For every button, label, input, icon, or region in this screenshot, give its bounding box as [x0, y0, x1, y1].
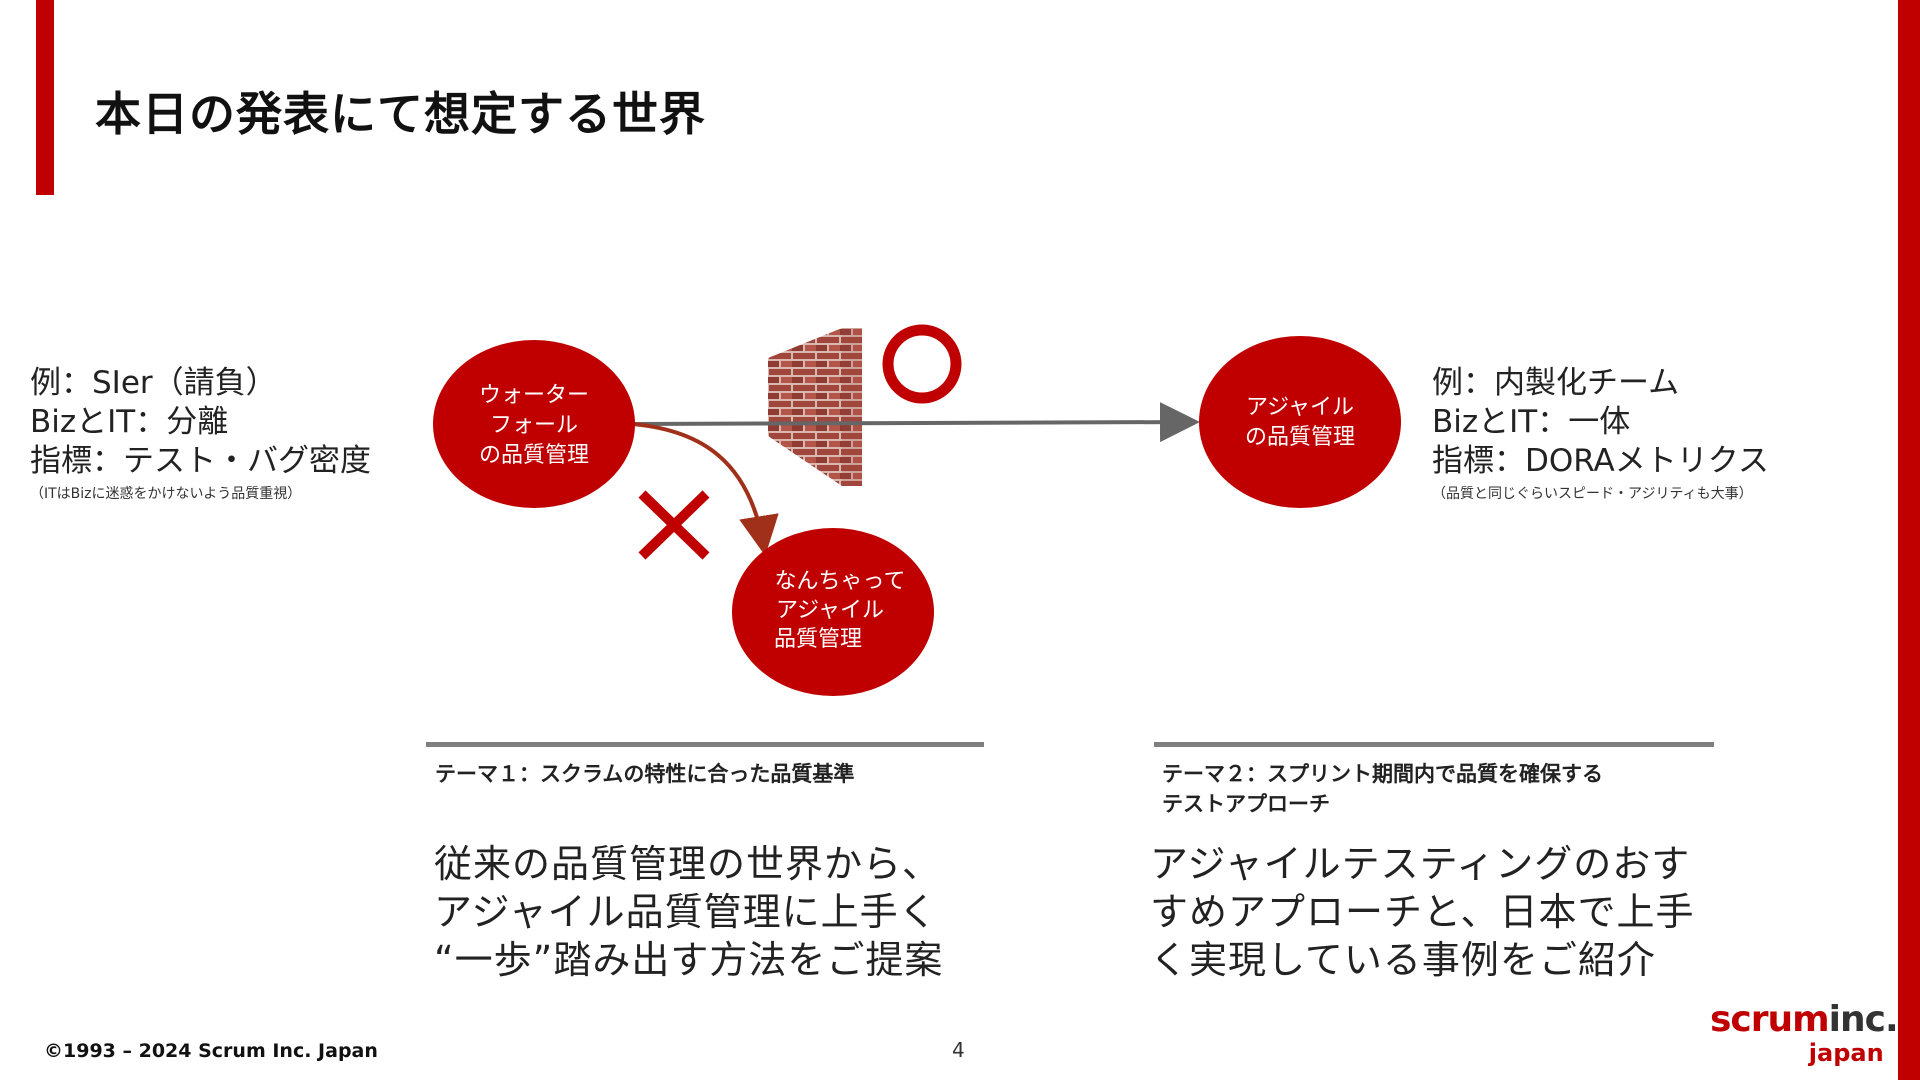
curved-arrow — [631, 422, 779, 556]
right-example-note: （品質と同じぐらいスピード・アジリティも大事） — [1432, 486, 1753, 502]
theme2-body: アジャイルテスティングのおす すめアプローチと、日本で上手 く実現している事例を… — [1150, 840, 1694, 984]
title-accent-bar — [36, 0, 54, 195]
right-example-line: BizとIT：一体 — [1432, 404, 1631, 440]
theme2-label-line: テストアプローチ — [1162, 792, 1330, 816]
agile-label: アジャイル — [1246, 395, 1354, 420]
left-example: 例：SIer（請負） BizとIT：分離 指標：テスト・バグ密度 （ITはBiz… — [30, 364, 371, 503]
right-accent-bar — [1898, 0, 1920, 1080]
waterfall-label: ウォーター — [479, 383, 589, 408]
theme1-body-line: 従来の品質管理の世界から、 — [434, 842, 942, 886]
left-example-line: 例：SIer（請負） — [30, 365, 277, 401]
agile-circle: アジャイル の品質管理 — [1199, 336, 1401, 508]
right-example: 例：内製化チーム BizとIT：一体 指標：DORAメトリクス （品質と同じぐら… — [1432, 364, 1769, 503]
theme2-body-line: すめアプローチと、日本で上手 — [1150, 890, 1695, 934]
page-title: 本日の発表にて想定する世界 — [95, 87, 706, 141]
page-number: 4 — [952, 1038, 965, 1062]
logo-inc-text: inc. — [1828, 999, 1899, 1040]
fake-agile-circle: なんちゃって アジャイル 品質管理 — [732, 528, 934, 696]
theme1-body: 従来の品質管理の世界から、 アジャイル品質管理に上手く “一歩”踏み出す方法をご… — [434, 840, 943, 984]
ng-cross-icon — [638, 490, 710, 560]
theme2-body-line: アジャイルテスティングのおす — [1150, 842, 1691, 886]
theme2-divider — [1154, 742, 1714, 747]
left-example-line: 指標：テスト・バグ密度 — [30, 443, 371, 479]
ok-circle-icon — [882, 324, 962, 404]
logo-scrum-text: scrum — [1710, 999, 1830, 1040]
fake-agile-label: 品質管理 — [774, 627, 862, 652]
left-example-line: BizとIT：分離 — [30, 404, 229, 440]
theme1-divider — [426, 742, 984, 747]
theme2-label: テーマ２：スプリント期間内で品質を確保する テストアプローチ — [1162, 759, 1603, 819]
theme1-body-line: “一歩”踏み出す方法をご提案 — [434, 938, 944, 982]
theme1-body-line: アジャイル品質管理に上手く — [434, 890, 938, 934]
waterfall-label: の品質管理 — [479, 443, 589, 468]
logo-japan-text: japan — [1808, 1039, 1884, 1067]
main-arrow — [631, 402, 1200, 443]
theme1-label: テーマ１：スクラムの特性に合った品質基準 — [435, 762, 855, 786]
left-example-note: （ITはBizに迷惑をかけないよう品質重視） — [30, 486, 302, 502]
agile-label: の品質管理 — [1245, 425, 1355, 450]
fake-agile-label: なんちゃって — [775, 569, 906, 594]
brick-wall — [768, 328, 862, 486]
right-example-line: 指標：DORAメトリクス — [1432, 443, 1769, 479]
theme2-label-line: テーマ２：スプリント期間内で品質を確保する — [1162, 762, 1603, 786]
copyright: ©1993 – 2024 Scrum Inc. Japan — [44, 1040, 378, 1062]
logo-wordmark: scruminc. — [1710, 999, 1899, 1040]
scruminc-logo: scruminc. japan — [1710, 999, 1899, 1067]
fake-agile-label: アジャイル — [776, 598, 884, 623]
waterfall-circle: ウォーター フォール の品質管理 — [433, 340, 635, 508]
waterfall-label: フォール — [490, 413, 578, 438]
theme2-body-line: く実現している事例をご紹介 — [1150, 938, 1656, 982]
right-example-line: 例：内製化チーム — [1432, 365, 1680, 401]
